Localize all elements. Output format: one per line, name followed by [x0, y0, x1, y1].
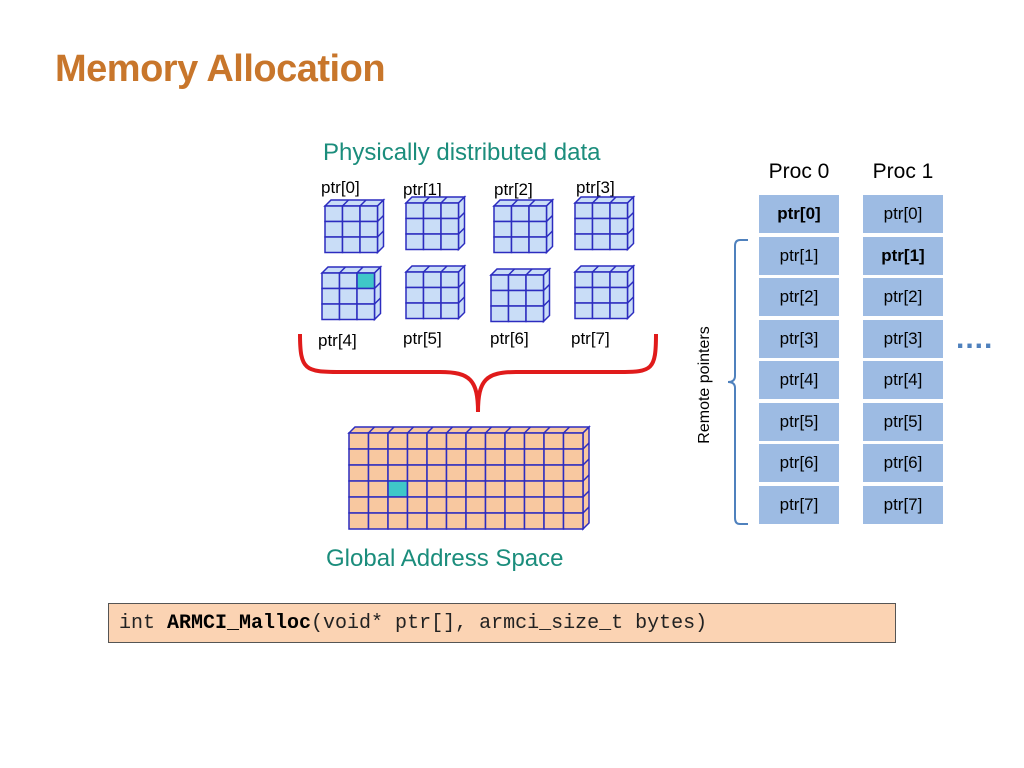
local-block-ptr6	[489, 267, 552, 324]
local-block-ptr2	[492, 198, 555, 255]
more-procs-ellipsis: ....	[956, 322, 994, 355]
local-block-ptr5	[404, 264, 467, 321]
block-label-ptr7: ptr[7]	[571, 329, 610, 348]
proc1-cell-5: ptr[5]	[863, 402, 943, 441]
code-prefix: int	[119, 612, 168, 635]
global-address-grid	[347, 425, 591, 531]
global-address-space-label: Global Address Space	[326, 545, 564, 572]
block-label-ptr5: ptr[5]	[403, 329, 442, 348]
proc1-cell-4: ptr[4]	[863, 361, 943, 399]
global-array	[347, 425, 591, 531]
local-blocks	[320, 195, 636, 324]
proc1-cell-7: ptr[7]	[863, 485, 943, 524]
remote-pointers-bracket	[727, 239, 748, 525]
proc1-header: Proc 1	[872, 160, 934, 183]
block-label-ptr4: ptr[4]	[318, 331, 357, 350]
proc0-cell-5: ptr[5]	[759, 402, 839, 441]
proc0-cell-1: ptr[1]	[759, 236, 839, 275]
local-block-ptr3	[573, 195, 636, 252]
local-block-ptr7	[573, 264, 636, 321]
diagram-title: Physically distributed data	[323, 139, 601, 166]
block-label-ptr1: ptr[1]	[403, 180, 442, 199]
proc1-cell-0: ptr[0]	[863, 195, 943, 233]
block-label-ptr0: ptr[0]	[321, 178, 360, 197]
proc1-cell-6: ptr[6]	[863, 444, 943, 482]
block-label-ptr2: ptr[2]	[494, 180, 533, 199]
proc0-cell-7: ptr[7]	[759, 485, 839, 524]
proc0-cell-4: ptr[4]	[759, 361, 839, 399]
local-block-ptr0	[323, 198, 386, 255]
slide-title: Memory Allocation	[55, 48, 386, 90]
block-label-ptr6: ptr[6]	[490, 329, 529, 348]
red-brace	[298, 333, 658, 413]
proc1-cell-2: ptr[2]	[863, 278, 943, 316]
local-block-ptr4	[320, 265, 383, 322]
proc0-header: Proc 0	[768, 160, 830, 183]
remote-pointers-label: Remote pointers	[696, 326, 713, 444]
code-function-name: ARMCI_Malloc	[167, 612, 312, 635]
proc0-cell-3: ptr[3]	[759, 319, 839, 358]
code-signature: int ARMCI_Malloc(void* ptr[], armci_size…	[108, 603, 896, 643]
proc0-cell-0: ptr[0]	[759, 195, 839, 233]
code-suffix: (void* ptr[], armci_size_t bytes)	[311, 612, 708, 635]
proc1-cell-1: ptr[1]	[863, 236, 943, 275]
proc0-cell-2: ptr[2]	[759, 278, 839, 316]
local-block-ptr1	[404, 195, 467, 252]
block-label-ptr3: ptr[3]	[576, 178, 615, 197]
proc1-cell-3: ptr[3]	[863, 319, 943, 358]
proc0-cell-6: ptr[6]	[759, 444, 839, 482]
